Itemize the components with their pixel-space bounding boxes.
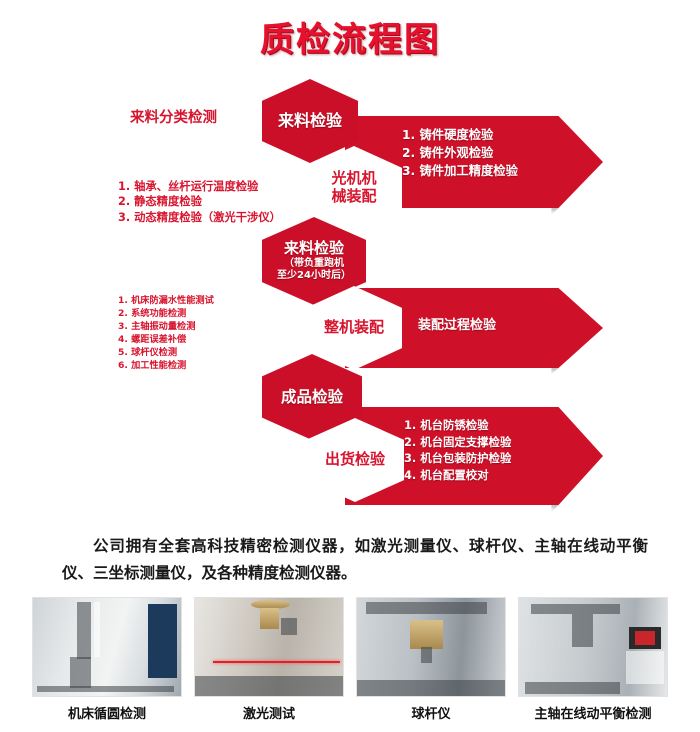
page-title: 质检流程图 (260, 20, 440, 60)
photo-ballbar (356, 597, 506, 697)
photo-caption-1: 机床循圆检测 (67, 707, 146, 722)
right-arrow-2-text: 装配过程检验 (418, 318, 497, 333)
photo-2-laser-beam (212, 660, 341, 663)
left-arrow-2 (62, 166, 304, 250)
photo-2-housing (280, 617, 298, 636)
hexagon-3-body: 来料检验 （带负重跑机 至少24小时后） (277, 223, 351, 300)
photo-4-spindle-unit (572, 613, 593, 647)
photo-1-base (37, 686, 174, 693)
process-flow-diagram: 来料分类检测 1. 轴承、丝杆运行温度检验 2. 静态精度检验 3. 动态精度检… (0, 66, 700, 516)
photo-3-tool (420, 647, 433, 663)
photo-caption-3: 球杆仪 (411, 707, 451, 722)
photo-4-instrument-screen (628, 627, 662, 649)
hexagon-3-sublabel: （带负重跑机 至少24小时后） (277, 258, 351, 281)
photo-4-frame (530, 603, 620, 614)
hexagon-incoming-inspection-1: 来料检验 (262, 79, 358, 163)
hexagon-4-label: 整机装配 (323, 318, 384, 337)
left-arrow-3-text: 1. 机床防漏水性能测试 2. 系统功能检测 3. 主轴振动量检测 4. 螺距误… (118, 295, 214, 372)
photo-spindle-balancing (518, 597, 668, 697)
photo-strip (32, 597, 668, 697)
photo-caption-2: 激光测试 (242, 707, 295, 722)
photo-1-column (77, 601, 91, 659)
hexagon-6-label: 出货检验 (324, 450, 385, 469)
photo-1-fixture (70, 656, 91, 689)
photo-4-base (524, 682, 620, 695)
left-arrow-1 (62, 84, 274, 158)
hexagon-3-label: 来料检验 (283, 239, 344, 258)
photo-1-control-panel (148, 603, 177, 679)
photo-2-spindle (251, 599, 290, 609)
photo-caption-4: 主轴在线动平衡检测 (534, 707, 652, 722)
left-arrow-1-text: 来料分类检测 (130, 110, 217, 126)
photo-4-instrument-body (625, 650, 665, 685)
right-arrow-3-text: 1. 机台防锈检验 2. 机台固定支撑检验 3. 机台包装防护检验 4. 机台配… (404, 418, 512, 482)
photo-2-cone (260, 607, 280, 630)
photo-3-spindle (410, 619, 443, 649)
photo-3-headstock (365, 601, 488, 614)
left-arrow-2-text: 1. 轴承、丝杆运行温度检验 2. 静态精度检验 3. 动态精度检验（激光干涉仪… (118, 180, 281, 224)
company-description: 公司拥有全套高科技精密检测仪器，如激光测量仪、球杆仪、主轴在线动平衡仪、三坐标测… (62, 537, 648, 583)
photo-laser-test (194, 597, 344, 697)
right-arrow-1-text: 1. 铸件硬度检验 2. 铸件外观检验 3. 铸件加工精度检验 (402, 128, 518, 178)
hexagon-1-label: 来料检验 (277, 110, 342, 130)
photo-1-highlight (93, 601, 100, 657)
hexagon-5-label: 成品检验 (280, 387, 343, 406)
photo-4-screen-readout (635, 631, 655, 646)
photo-2-table (195, 676, 343, 696)
photo-3-table (357, 680, 505, 696)
photo-captions: 机床循圆检测 激光测试 球杆仪 主轴在线动平衡检测 (32, 703, 668, 725)
photo-roundness-test (32, 597, 182, 697)
hexagon-2-label: 光机机 械装配 (331, 169, 377, 205)
